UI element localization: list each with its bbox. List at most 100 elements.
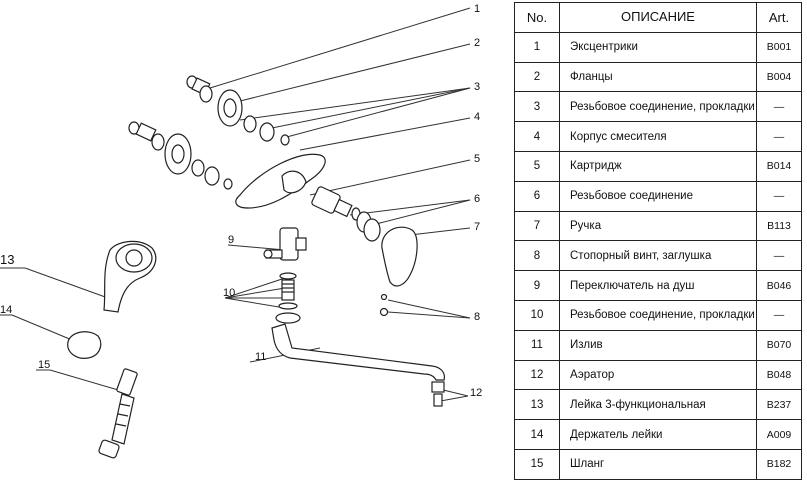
lock-screw [380, 293, 388, 301]
cell-article: A009 [756, 419, 802, 450]
callout-2: 2 [474, 37, 480, 49]
flange-upper-hole [223, 98, 237, 118]
cell-article: B070 [756, 329, 802, 361]
cell-no: 8 [514, 240, 560, 272]
callout-8: 8 [474, 311, 480, 323]
callout-11: 11 [255, 351, 266, 363]
cell-description: Излив [559, 329, 757, 361]
callout-12: 12 [470, 387, 482, 399]
leader-line-14b [11, 314, 73, 341]
eccentric-lower [128, 121, 165, 151]
leader-line-4 [299, 117, 471, 151]
cell-description: Держатель лейки [559, 419, 757, 450]
thread-stack [275, 272, 301, 324]
eccentric-upper [186, 75, 213, 103]
gasket-upper [280, 134, 290, 146]
exploded-parts-diagram: 1 2 3 4 5 6 7 8 9 10 11 12 13 14 15 [0, 3, 482, 459]
leader-line-10a [224, 277, 286, 299]
cell-article: B004 [756, 61, 802, 93]
aerator-insert [433, 393, 443, 407]
shower-holder [67, 331, 102, 359]
callout-13: 13 [0, 252, 14, 267]
leader-line-2 [231, 43, 471, 104]
thread-connection-2 [363, 218, 381, 242]
cell-no: 9 [514, 270, 560, 301]
nut-upper-2 [259, 122, 275, 142]
cell-description: Картридж [559, 150, 757, 182]
cell-article: B113 [756, 210, 802, 242]
leader-line-8a [387, 299, 471, 319]
cell-article: B001 [756, 31, 802, 63]
callout-10: 10 [223, 287, 235, 299]
leader-line-13b [24, 267, 109, 299]
callout-3: 3 [474, 81, 480, 93]
cell-article: B046 [756, 270, 802, 301]
leader-line-9 [227, 244, 286, 251]
cell-description: Резьбовое соединение [559, 180, 757, 212]
cell-article: B237 [756, 389, 802, 421]
cell-no: 14 [514, 419, 560, 450]
callout-14: 14 [0, 304, 12, 316]
cell-article: — [756, 299, 802, 331]
header-article: Art. [756, 2, 802, 33]
leader-line-1 [209, 7, 471, 89]
leader-line-5 [309, 159, 471, 196]
cell-description: Эксцентрики [559, 31, 757, 63]
cell-no: 11 [514, 329, 560, 361]
cell-description: Лейка 3-функциональная [559, 389, 757, 421]
leader-line-8b [387, 311, 471, 319]
header-no: No. [514, 2, 560, 33]
leader-line-10b [224, 287, 286, 299]
leader-line-7 [409, 227, 471, 236]
nut-lower-1 [191, 159, 205, 177]
cell-article: — [756, 91, 802, 123]
cell-no: 12 [514, 359, 560, 391]
cell-description: Резьбовое соединение, прокладки [559, 299, 757, 331]
shower-switch [263, 227, 307, 261]
cell-article: — [756, 180, 802, 212]
cell-no: 13 [514, 389, 560, 421]
nut-lower-2 [204, 166, 220, 186]
table-header-row: No. ОПИСАНИЕ Art. [514, 2, 802, 33]
gasket-lower [223, 178, 233, 190]
cell-article: B182 [756, 448, 802, 480]
leader-line-3b [261, 87, 471, 131]
hand-shower [103, 240, 157, 313]
hose [98, 368, 138, 459]
cell-no: 15 [514, 448, 560, 480]
callout-1: 1 [474, 3, 480, 15]
callout-6: 6 [474, 193, 480, 205]
flange-lower-hole [171, 144, 185, 164]
leader-line-3a [239, 87, 471, 121]
cell-no: 10 [514, 299, 560, 331]
cell-description: Фланцы [559, 61, 757, 93]
cell-article: — [756, 121, 802, 152]
cell-description: Резьбовое соединение, прокладки [559, 91, 757, 123]
header-description: ОПИСАНИЕ [559, 2, 757, 33]
leader-line-3c [282, 87, 471, 139]
leader-line-15b [49, 369, 126, 393]
cell-no: 7 [514, 210, 560, 242]
cell-description: Шланг [559, 448, 757, 480]
cell-description: Корпус смесителя [559, 121, 757, 152]
callout-9: 9 [228, 234, 234, 246]
mixer-body-outlet [281, 170, 307, 194]
cartridge [311, 186, 361, 221]
leader-line-10d [224, 297, 286, 309]
cell-no: 4 [514, 121, 560, 152]
callout-15: 15 [38, 359, 50, 371]
nut-upper-1 [243, 115, 257, 133]
cell-article: B014 [756, 150, 802, 182]
